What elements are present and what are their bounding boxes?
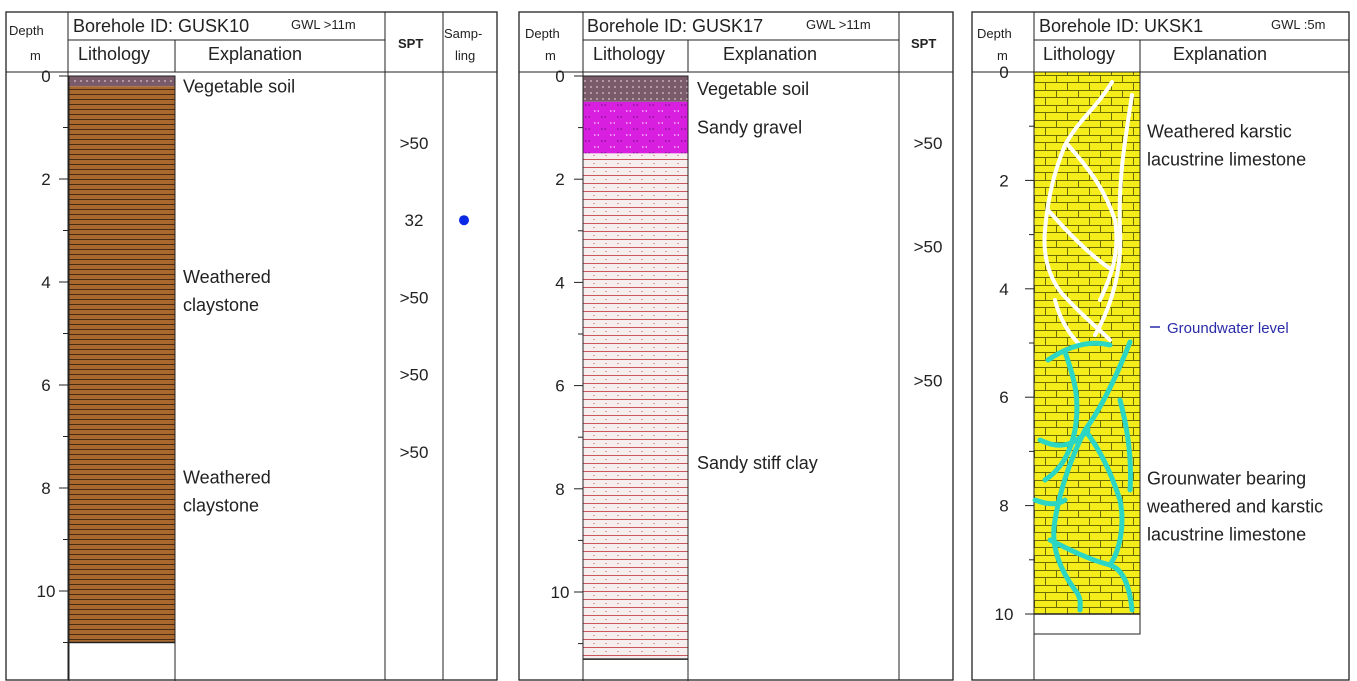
depth-tick-label: 2	[999, 171, 1008, 190]
explanation-text: claystone	[183, 496, 259, 516]
lithology-column-outline	[68, 75, 176, 681]
depth-header: Depth	[977, 26, 1012, 41]
depth-tick-label: 6	[999, 388, 1008, 407]
spt-value: >50	[914, 237, 943, 256]
log-frame	[518, 11, 954, 681]
depth-tick-label: 0	[555, 67, 564, 86]
spt-value: >50	[400, 443, 429, 462]
depth-tick-label: 2	[555, 170, 564, 189]
gwl-label: GWL >11m	[291, 17, 356, 32]
depth-tick-label: 2	[41, 170, 50, 189]
depth-tick-label: 8	[999, 497, 1008, 516]
explanation-text: Weathered karstic	[1147, 122, 1292, 142]
borehole-log-uksk1: Depth m Borehole ID: UKSK1 GWL :5m Litho…	[971, 11, 1350, 681]
depth-header: Depth	[525, 26, 560, 41]
depth-unit-header: m	[30, 48, 41, 63]
spt-value: 32	[405, 211, 424, 230]
explanation-text: Grounwater bearing	[1147, 469, 1306, 489]
explanation-text: lacustrine limestone	[1147, 525, 1306, 545]
depth-tick-label: 6	[41, 376, 50, 395]
spt-value: >50	[400, 366, 429, 385]
karst-fractures	[1032, 80, 1135, 613]
lithology-column	[582, 75, 689, 681]
depth-tick-label: 0	[41, 67, 50, 86]
lithology-column-outline	[1033, 71, 1141, 635]
explanation-text: weathered and karstic	[1146, 497, 1323, 517]
explanation-header: Explanation	[208, 44, 302, 64]
log-frame	[5, 11, 498, 681]
layer-vegetable-soil	[69, 76, 175, 87]
borehole-title: Borehole ID: UKSK1	[1039, 16, 1203, 36]
explanation-labels: Vegetable soilWeatheredclaystoneWeathere…	[183, 76, 295, 515]
explanation-header: Explanation	[1173, 44, 1267, 64]
depth-axis: 0 2 4 6 8 10	[995, 63, 1034, 624]
depth-tick-label: 4	[41, 273, 50, 292]
lithology-header: Lithology	[1043, 44, 1115, 64]
spt-header: SPT	[398, 36, 423, 51]
depth-tick-label: 4	[999, 280, 1008, 299]
depth-tick-label: 8	[555, 480, 564, 499]
explanation-text: Weathered	[183, 468, 271, 488]
spt-value: >50	[914, 134, 943, 153]
spt-values: >50 32 >50 >50 >50	[400, 134, 429, 462]
depth-tick-label: 8	[41, 479, 50, 498]
depth-axis: 024681012	[551, 67, 583, 645]
spt-value: >50	[914, 371, 943, 390]
spt-value: >50	[400, 134, 429, 153]
explanation-header: Explanation	[723, 44, 817, 64]
sampling-header-line2: ling	[455, 48, 475, 63]
depth-tick-label: 10	[551, 583, 570, 602]
layer-claystone	[69, 86, 175, 643]
spt-values: >50 >50 >50	[914, 134, 943, 390]
depth-tick-label: 6	[555, 377, 564, 396]
depth-header: Depth	[9, 23, 44, 38]
borehole-title: Borehole ID: GUSK17	[587, 16, 763, 36]
dry-fracture-lines	[1042, 80, 1134, 347]
spt-header: SPT	[911, 36, 936, 51]
lithology-column	[68, 75, 176, 681]
borehole-log-gusk10: Depth m Borehole ID: GUSK10 GWL >11m Lit…	[5, 11, 498, 681]
borehole-title: Borehole ID: GUSK10	[73, 16, 249, 36]
depth-tick-label: 10	[37, 582, 56, 601]
gwl-label: GWL >11m	[806, 17, 871, 32]
layer-gravel	[583, 101, 688, 154]
spt-value: >50	[400, 288, 429, 307]
layer-vegetable-soil	[583, 76, 688, 102]
lithology-header: Lithology	[78, 44, 150, 64]
layer-clay	[583, 153, 688, 660]
explanation-text: Sandy stiff clay	[697, 453, 818, 473]
explanation-text: lacustrine limestone	[1147, 150, 1306, 170]
depth-tick-label: 4	[555, 273, 564, 292]
explanation-text: Weathered	[183, 267, 271, 287]
depth-tick-label: 0	[999, 63, 1008, 82]
depth-unit-header: m	[545, 48, 556, 63]
explanation-text: Vegetable soil	[183, 76, 295, 96]
log-frame	[971, 11, 1350, 681]
depth-tick-label: 10	[995, 605, 1014, 624]
groundwater-level-label: Groundwater level	[1167, 320, 1289, 337]
explanation-text: Vegetable soil	[697, 79, 809, 99]
lithology-header: Lithology	[593, 44, 665, 64]
sampling-marks	[459, 215, 469, 226]
sampling-header-line1: Samp-	[444, 26, 482, 41]
depth-unit-header: m	[997, 48, 1008, 63]
lithology-column-outline	[582, 75, 689, 681]
gwl-label: GWL :5m	[1271, 17, 1325, 32]
depth-axis: 024681012	[37, 67, 68, 643]
sample-dot	[459, 215, 469, 226]
explanation-text: claystone	[183, 295, 259, 315]
borehole-log-gusk17: Depth m Borehole ID: GUSK17 GWL >11m Lit…	[518, 11, 954, 681]
water-fracture-lines	[1032, 339, 1135, 613]
explanation-text: Sandy gravel	[697, 118, 802, 138]
